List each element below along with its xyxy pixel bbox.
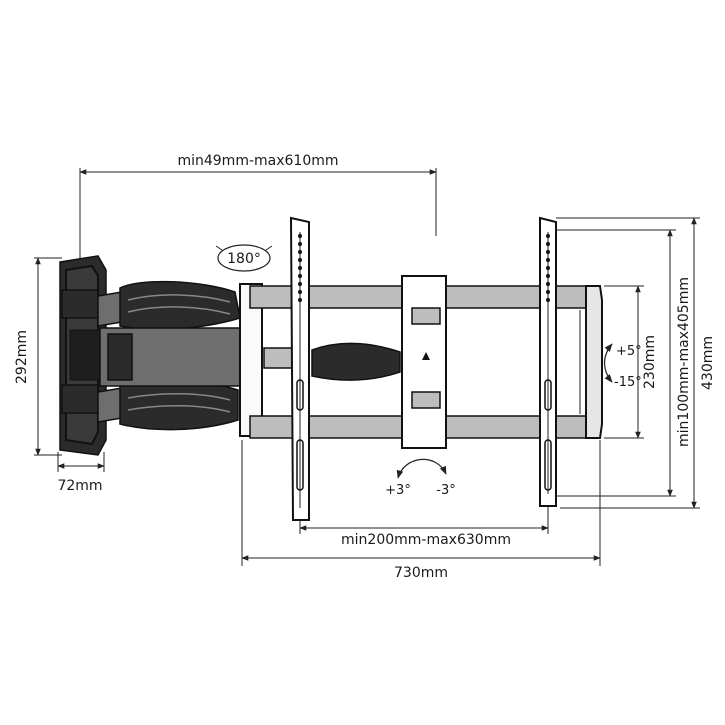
slot-hole xyxy=(546,250,550,254)
dim-vesa-vertical: min100mm-max405mm xyxy=(556,229,692,497)
slot-hole xyxy=(546,258,550,262)
dim-wall-plate-width: 72mm xyxy=(57,452,105,494)
label-vesa-vertical: min100mm-max405mm xyxy=(676,277,692,447)
slot-long xyxy=(544,379,552,411)
label-wall-plate-height: 292mm xyxy=(14,330,30,384)
slot-hole xyxy=(546,266,550,270)
slot-long xyxy=(296,379,304,411)
slot-hole xyxy=(546,298,550,302)
tv-frame xyxy=(249,216,603,521)
slot-hole xyxy=(546,282,550,286)
slot-hole xyxy=(298,234,302,238)
label-wall-plate-width: 72mm xyxy=(57,478,102,494)
dim-frame-inner-height: 230mm xyxy=(604,285,658,439)
label-vesa-horizontal: min200mm-max630mm xyxy=(341,532,511,548)
dim-vesa-horizontal: min200mm-max630mm xyxy=(299,506,549,548)
dim-total-height: 430mm xyxy=(556,217,716,509)
slot-hole xyxy=(298,266,302,270)
slot-hole xyxy=(298,282,302,286)
swivel-indicator: 180° xyxy=(215,244,273,272)
arm-assembly xyxy=(97,280,401,437)
label-rotation-neg: -3° xyxy=(436,483,455,498)
slot-hole xyxy=(546,234,550,238)
slot-hole xyxy=(298,242,302,246)
slot-hole xyxy=(298,250,302,254)
slot-hole xyxy=(546,274,550,278)
slot-hole xyxy=(298,274,302,278)
label-swivel: 180° xyxy=(227,251,261,267)
slot-hole xyxy=(298,290,302,294)
wall-plate xyxy=(59,255,107,456)
label-frame-inner-height: 230mm xyxy=(642,335,658,389)
label-total-width: 730mm xyxy=(394,565,448,581)
dim-wall-plate-height: 292mm xyxy=(14,257,62,456)
slot-hole xyxy=(298,258,302,262)
tilt-indicator: +5° -15° xyxy=(603,343,642,390)
slot-hole xyxy=(546,242,550,246)
label-tilt-down: -15° xyxy=(614,375,642,390)
slot-hole xyxy=(298,298,302,302)
upright-slots xyxy=(296,234,552,491)
slot-long xyxy=(544,439,552,491)
dim-arm-extension: min49mm-max610mm xyxy=(79,153,437,258)
slot-hole xyxy=(546,290,550,294)
label-arm-extension: min49mm-max610mm xyxy=(177,153,338,169)
slot-long xyxy=(296,439,304,491)
dim-total-width: 730mm xyxy=(241,440,601,581)
label-total-height: 430mm xyxy=(700,336,716,390)
label-rotation-pos: +3° xyxy=(385,483,411,498)
rotation-indicator: +3° -3° xyxy=(385,458,456,498)
